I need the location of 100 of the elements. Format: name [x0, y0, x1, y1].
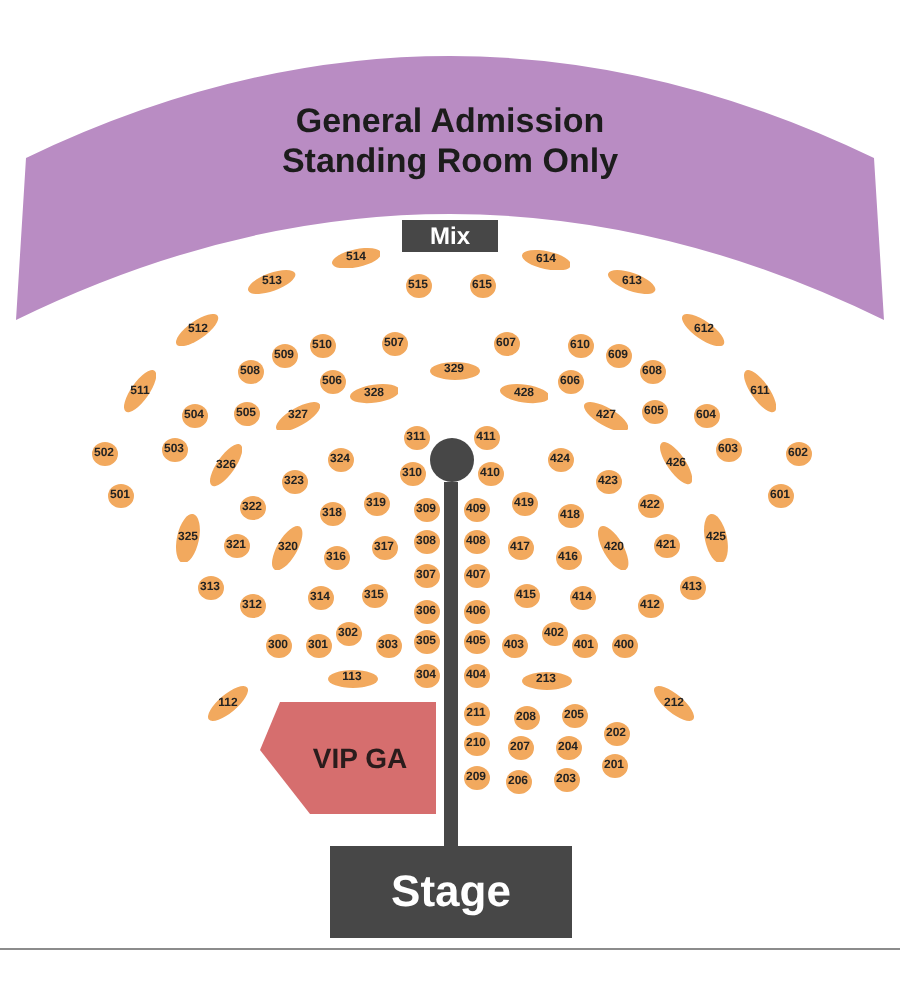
seating-section — [505, 770, 531, 794]
seating-section — [363, 492, 389, 516]
seating-section — [569, 586, 595, 610]
seating-section — [557, 504, 583, 528]
seating-section — [571, 634, 597, 658]
seating-section — [507, 736, 533, 760]
standing-area — [16, 52, 884, 322]
seating-section — [239, 496, 265, 520]
seating-section — [463, 766, 489, 790]
seating-section — [785, 442, 811, 466]
seating-section — [682, 313, 726, 347]
seating-section — [521, 249, 571, 271]
seating-section — [595, 470, 621, 494]
seating-section — [248, 269, 296, 294]
seating-section — [611, 634, 637, 658]
seating-section — [413, 600, 439, 624]
seating-section — [413, 564, 439, 588]
seating-section — [557, 370, 583, 394]
seating-section — [637, 594, 663, 618]
seating-section — [601, 754, 627, 778]
seating-section — [223, 534, 249, 558]
seating-section — [507, 536, 533, 560]
seating-section — [327, 669, 377, 687]
seating-section — [555, 546, 581, 570]
seating-section — [583, 401, 629, 431]
seating-section — [463, 702, 489, 726]
seating-section — [413, 498, 439, 522]
seating-section — [207, 686, 248, 722]
seating-section — [265, 634, 291, 658]
seating-section — [639, 360, 665, 384]
seating-section — [541, 622, 567, 646]
seating-section — [473, 426, 499, 450]
seating-section — [653, 534, 679, 558]
area-label: VIP GA — [312, 744, 408, 772]
mix-booth — [402, 220, 498, 252]
seating-section — [477, 462, 503, 486]
seating-section — [176, 513, 200, 563]
seating-section — [598, 525, 630, 571]
seating-section — [403, 426, 429, 450]
seating-section — [513, 584, 539, 608]
seating-section — [123, 370, 157, 414]
seating-section — [637, 494, 663, 518]
seating-section — [463, 664, 489, 688]
seating-section — [309, 334, 335, 358]
seating-section — [361, 584, 387, 608]
seating-section — [641, 400, 667, 424]
seating-section — [271, 344, 297, 368]
seating-section — [233, 402, 259, 426]
seating-section — [463, 564, 489, 588]
seating-section — [413, 630, 439, 654]
seating-section — [469, 274, 495, 298]
area-label: General Admission Standing Room Only — [279, 102, 621, 182]
seating-section — [413, 664, 439, 688]
seating-section — [375, 634, 401, 658]
seating-section — [463, 600, 489, 624]
stage-label: Stage — [391, 870, 511, 914]
seating-section — [349, 384, 399, 404]
seating-section — [715, 438, 741, 462]
seating-section — [237, 360, 263, 384]
seating-section — [553, 768, 579, 792]
seating-section — [305, 634, 331, 658]
seating-section — [693, 404, 719, 428]
seating-section — [323, 546, 349, 570]
seating-section — [371, 536, 397, 560]
seating-section — [463, 530, 489, 554]
seating-section — [429, 361, 479, 379]
seating-section — [653, 686, 694, 722]
seating-section — [381, 332, 407, 356]
seating-section — [107, 484, 133, 508]
seating-section — [743, 370, 777, 414]
seating-section — [547, 448, 573, 472]
seating-section — [307, 586, 333, 610]
seating-section — [521, 671, 571, 689]
seating-section — [605, 344, 631, 368]
seating-section — [319, 370, 345, 394]
seating-section — [161, 438, 187, 462]
seating-section — [463, 630, 489, 654]
seating-section — [181, 404, 207, 428]
seating-section — [275, 401, 321, 431]
seating-section — [767, 484, 793, 508]
seating-section — [197, 576, 223, 600]
seating-section — [679, 576, 705, 600]
seating-section — [561, 704, 587, 728]
seating-section — [239, 594, 265, 618]
seating-section — [176, 313, 220, 347]
seating-section — [319, 502, 345, 526]
seating-section — [209, 444, 243, 488]
seating-section — [567, 334, 593, 358]
seating-section — [335, 622, 361, 646]
seating-section — [413, 530, 439, 554]
runway-end — [429, 438, 473, 482]
seating-section — [608, 269, 656, 294]
seating-section — [493, 332, 519, 356]
seating-section — [513, 706, 539, 730]
seating-section — [603, 722, 629, 746]
seating-section — [555, 736, 581, 760]
seating-section — [704, 513, 728, 563]
seating-section — [463, 732, 489, 756]
seating-section — [501, 634, 527, 658]
seating-section — [659, 442, 693, 486]
